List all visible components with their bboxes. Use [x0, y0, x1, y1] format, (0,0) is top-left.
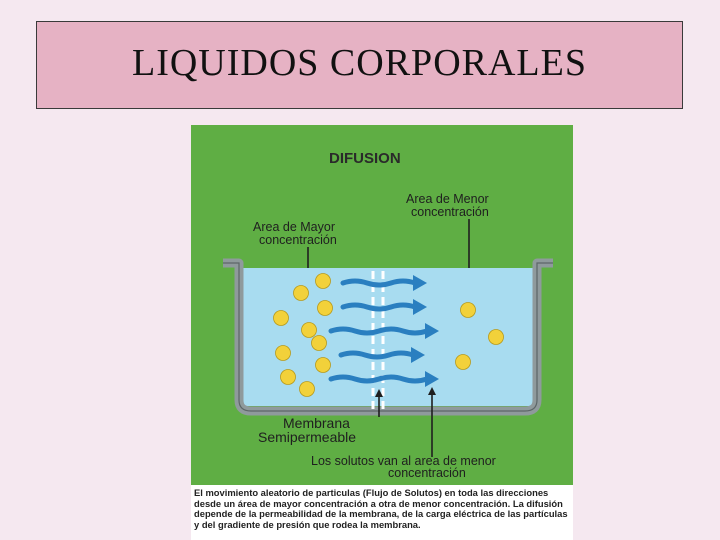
- particle: [280, 369, 296, 385]
- particle: [273, 310, 289, 326]
- diffusion-figure: DIFUSION Area de Menor concentración Are…: [191, 125, 573, 540]
- label-membrane-2: Semipermeable: [258, 429, 356, 445]
- diffusion-arrow-head: [413, 275, 427, 291]
- particle: [301, 322, 317, 338]
- label-low-concentration-2: concentración: [411, 205, 489, 219]
- particle: [299, 381, 315, 397]
- title-box: LIQUIDOS CORPORALES: [36, 21, 683, 109]
- pointer-membrane-head: [375, 389, 383, 397]
- diffusion-arrow: [340, 302, 418, 312]
- diffusion-arrow-head: [425, 323, 439, 339]
- diagram-heading: DIFUSION: [329, 150, 401, 167]
- particle: [275, 345, 291, 361]
- particle: [460, 302, 476, 318]
- particle: [317, 300, 333, 316]
- label-low-concentration-1: Area de Menor: [406, 192, 489, 206]
- diffusion-arrow: [328, 374, 430, 384]
- particle: [315, 273, 331, 289]
- label-high-concentration-1: Area de Mayor: [253, 220, 335, 234]
- diffusion-arrow-head: [411, 347, 425, 363]
- container-outline: [223, 262, 553, 412]
- label-solutes-2: concentración: [388, 466, 466, 480]
- diffusion-arrow-head: [425, 371, 439, 387]
- diffusion-diagram: DIFUSION Area de Menor concentración Are…: [223, 150, 553, 480]
- diffusion-arrow: [338, 350, 416, 360]
- label-solutes-1: Los solutos van al area de menor: [311, 454, 496, 468]
- label-membrane-1: Membrana: [283, 415, 350, 431]
- particle: [293, 285, 309, 301]
- particle: [311, 335, 327, 351]
- diffusion-arrow-head: [413, 299, 427, 315]
- pointer-solutes-head: [428, 387, 436, 395]
- diagram-caption: El movimiento aleatorio de particulas (F…: [191, 485, 573, 540]
- label-high-concentration-2: concentración: [259, 233, 337, 247]
- particle: [455, 354, 471, 370]
- particle: [315, 357, 331, 373]
- particle: [488, 329, 504, 345]
- slide-title: LIQUIDOS CORPORALES: [132, 42, 587, 84]
- diffusion-arrow: [328, 326, 430, 336]
- diffusion-arrow: [340, 278, 418, 288]
